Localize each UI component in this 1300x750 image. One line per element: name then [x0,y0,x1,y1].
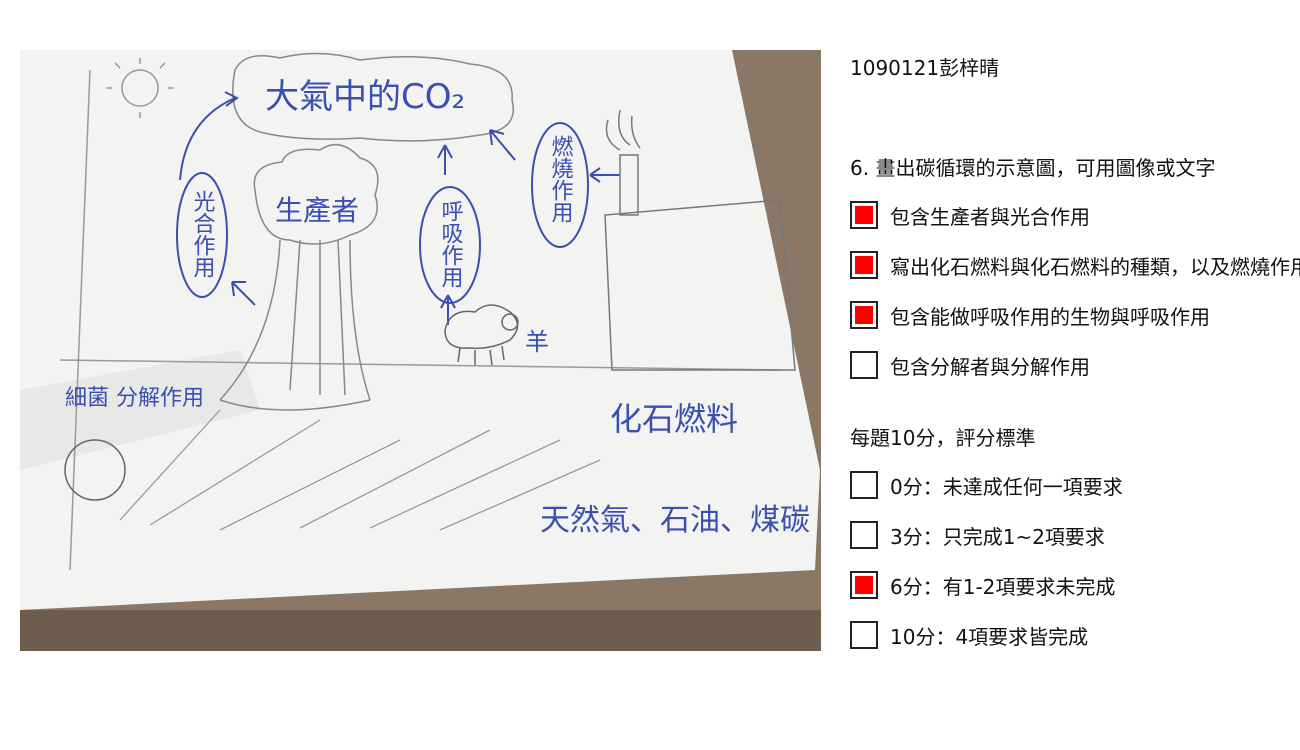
criterion-row[interactable]: 包含能做呼吸作用的生物與呼吸作用 [850,299,1210,331]
sheep-label: 羊 [525,328,549,356]
sun-sketch [106,58,174,118]
student-drawing-photo: 大氣中的CO₂ 光合作用 生產者 呼吸作用 羊 [20,50,821,651]
score-option-row[interactable]: 3分：只完成1~2項要求 [850,519,1105,551]
criterion-label: 包含分解者與分解作用 [890,354,1090,379]
score-option-label: 6分：有1-2項要求未完成 [890,574,1116,599]
decomposer-label: 細菌 分解作用 [65,386,204,411]
student-name: 1090121彭梓晴 [850,56,1000,80]
photosynthesis-label: 光合作用 [190,190,216,278]
combustion-label: 燃燒作用 [548,135,574,223]
grading-panel: 1090121彭梓晴 6. 畫出碳循環的示意圖，可用圖像或文字 包含生產者與光合… [850,0,1300,750]
score-option-checkbox[interactable] [850,621,878,649]
tree-sketch [219,143,379,411]
factory-sketch [604,109,796,371]
fossil-fuel-label: 化石燃料 [610,400,738,438]
criterion-row[interactable]: 寫出化石燃料與化石燃料的種類，以及燃燒作用 [850,249,1300,281]
criterion-label: 包含生產者與光合作用 [890,204,1090,229]
score-option-row[interactable]: 10分：4項要求皆完成 [850,619,1088,651]
criterion-checkbox[interactable] [850,201,878,229]
score-option-checkbox[interactable] [850,571,878,599]
atmosphere-cloud [232,52,514,142]
ground-hatching [119,409,601,531]
question-title: 6. 畫出碳循環的示意圖，可用圖像或文字 [850,156,1216,180]
criterion-checkbox[interactable] [850,351,878,379]
sheep-sketch [444,304,519,366]
criterion-checkbox[interactable] [850,301,878,329]
producer-label: 生產者 [275,194,359,227]
score-option-label: 3分：只完成1~2項要求 [890,524,1105,549]
score-option-row[interactable]: 0分：未達成任何一項要求 [850,469,1123,501]
score-option-label: 10分：4項要求皆完成 [890,624,1089,649]
score-option-checkbox[interactable] [850,521,878,549]
criterion-row[interactable]: 包含分解者與分解作用 [850,349,1090,381]
score-option-checkbox[interactable] [850,471,878,499]
fuel-types-label: 天然氣、石油、煤碳 [540,503,810,538]
scoring-title: 每題10分，評分標準 [850,426,1036,450]
criterion-label: 包含能做呼吸作用的生物與呼吸作用 [890,304,1210,329]
score-option-label: 0分：未達成任何一項要求 [890,474,1123,499]
criterion-checkbox[interactable] [850,251,878,279]
criterion-label: 寫出化石燃料與化石燃料的種類，以及燃燒作用 [890,254,1300,279]
criterion-row[interactable]: 包含生產者與光合作用 [850,199,1090,231]
atmosphere-co2-label: 大氣中的CO₂ [265,77,465,117]
score-option-row[interactable]: 6分：有1-2項要求未完成 [850,569,1115,601]
respiration-label: 呼吸作用 [438,200,464,288]
